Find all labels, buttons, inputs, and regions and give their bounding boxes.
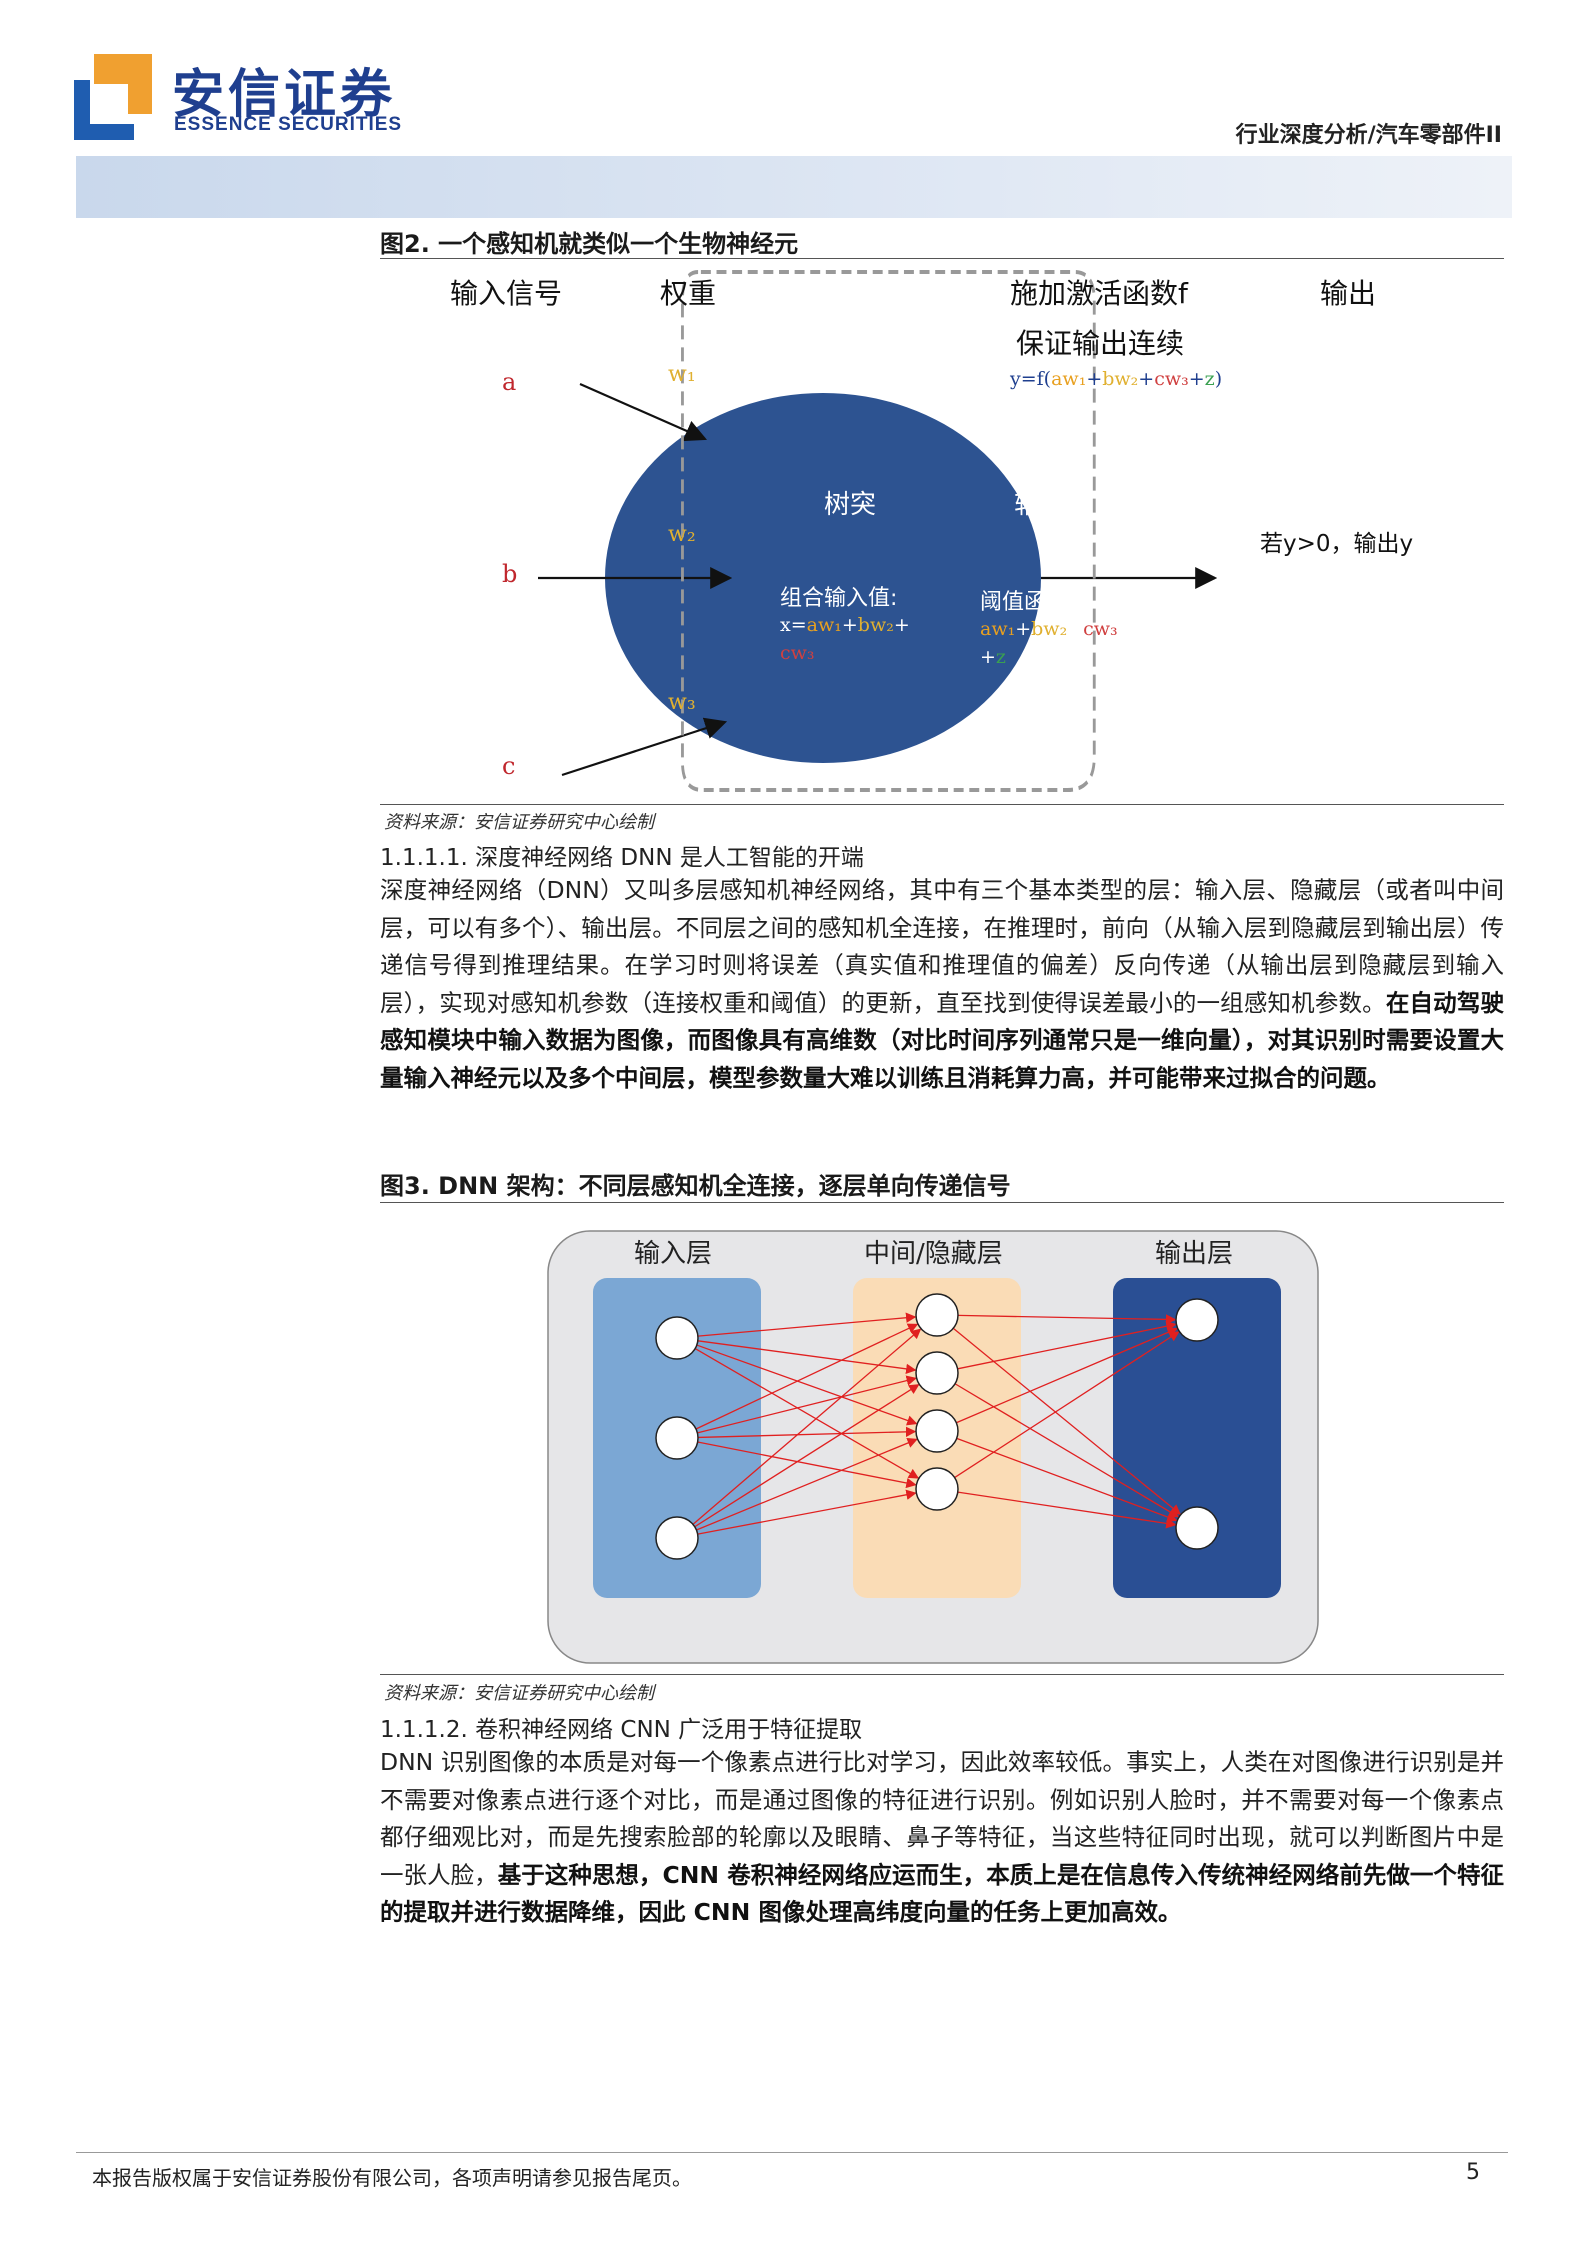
cnn-text-bold: 基于这种思想，CNN 卷积神经网络应运而生，本质上是在信息传入传统神经网络前先做… [380,1860,1505,1927]
input-node-2 [655,1416,699,1460]
perceptron-graphic [538,270,1218,792]
header-activation: 施加激活函数f [1010,277,1188,310]
connection-input-2-to-hidden-3 [697,1426,917,1439]
output-layer-box [1113,1278,1281,1598]
axon-label: 轴突 [1014,490,1067,520]
hidden-node-3 [915,1409,959,1453]
connection-input-1-to-hidden-1 [697,1312,917,1337]
input-b-label: b [502,560,518,588]
perceptron-diagram: 输入信号 权重 施加激活函数f 保证输出连续 输出 a b c w₁ w₂ w₃… [380,262,1504,802]
weight-2-label: w₂ [668,522,696,547]
connection-hidden-1-to-output-2 [952,1327,1181,1515]
weight-1-label: w₁ [668,362,696,387]
brand-logo-icon [74,54,152,140]
threshold-formula-line2: +z [980,646,1006,668]
hidden-node-2 [915,1351,959,1395]
weight-3-label: w₃ [668,690,696,715]
figure-2-title: 图2. 一个感知机就类似一个生物神经元 [380,230,799,258]
combine-label: 组合输入值: [780,586,898,611]
hidden-node-1 [915,1293,959,1337]
footer-rule [76,2152,1508,2153]
section-cnn-heading: 1.1.1.2. 卷积神经网络 CNN 广泛用于特征提取 [380,1717,863,1743]
figure-3-title: 图3. DNN 架构：不同层感知机全连接，逐层单向传递信号 [380,1172,1011,1200]
output-condition: 若y>0，输出y [1260,531,1414,557]
figure-3-source: 资料来源：安信证券研究中心绘制 [384,1683,654,1704]
threshold-label: 阈值函数: [980,590,1076,615]
connection-input-3-to-hidden-2 [694,1384,920,1528]
header-output: 输出 [1320,277,1377,310]
input-node-1 [655,1316,699,1360]
activation-formula: y=f(aw₁+bw₂+cw₃+z) [1010,368,1223,390]
connection-input-1-to-hidden-4 [694,1347,920,1479]
threshold-formula-line1: aw₁+bw₂+cw₃ [980,618,1118,640]
page-number: 5 [1466,2160,1480,2185]
dnn-text-plain: 深度神经网络（DNN）又叫多层感知机神经网络，其中有三个基本类型的层：输入层、隐… [380,876,1504,1017]
connection-input-3-to-hidden-3 [696,1438,918,1531]
activation-dashed-box [681,270,1096,792]
section-dnn-paragraph: 深度神经网络（DNN）又叫多层感知机神经网络，其中有三个基本类型的层：输入层、隐… [380,872,1504,1097]
header-input-signal: 输入信号 [450,277,563,310]
connection-input-3-to-hidden-1 [692,1328,922,1525]
input-a-arrow [579,382,708,442]
connection-input-2-to-hidden-1 [695,1323,919,1430]
cnn-text-plain: DNN 识别图像的本质是对每一个像素点进行比对学习，因此效率较低。事实上，人类在… [380,1748,1504,1889]
connection-input-3-to-hidden-4 [697,1489,917,1535]
combine-formula-line1: x=aw₁+bw₂+ [780,614,910,636]
input-c-label: c [502,752,516,780]
neuron-body [605,393,1041,763]
connection-input-1-to-hidden-3 [696,1344,918,1426]
report-category: 行业深度分析/汽车零部件II [1235,123,1502,148]
input-a-label: a [502,368,517,396]
connection-input-2-to-hidden-2 [697,1375,917,1434]
figure-2-source: 资料来源：安信证券研究中心绘制 [384,812,654,833]
header-band [76,156,1512,218]
header-weight: 权重 [660,277,717,310]
connection-hidden-3-to-output-1 [956,1327,1178,1424]
dnn-text-bold: 在自动驾驶感知模块中输入数据为图像，而图像具有高维数（对比时间序列通常只是一维向… [380,988,1505,1092]
input-node-3 [655,1516,699,1560]
figure-2-bottom-rule [380,804,1504,805]
figure-3-bottom-rule [380,1674,1504,1675]
input-c-arrow [561,717,728,777]
brand-name-cn: 安信证券 [172,65,397,125]
output-node-1 [1175,1298,1219,1342]
input-layer-label: 输入层 [634,1239,713,1269]
connection-hidden-4-to-output-2 [957,1491,1177,1529]
hidden-layer-label: 中间/隐藏层 [864,1239,1003,1269]
header-continuity: 保证输出连续 [1016,327,1185,360]
connection-hidden-4-to-output-1 [954,1331,1180,1479]
output-layer-label: 输出层 [1155,1239,1234,1269]
figure-2-top-rule [380,258,1504,259]
combine-formula-line2: cw₃ [780,642,815,664]
connection-hidden-2-to-output-1 [957,1321,1177,1370]
brand-name-en: ESSENCE SECURITIES [174,114,403,135]
section-dnn-heading: 1.1.1.1. 深度神经网络 DNN 是人工智能的开端 [380,845,864,871]
connection-hidden-1-to-output-1 [957,1314,1177,1325]
connection-input-2-to-hidden-4 [697,1441,917,1489]
connection-hidden-2-to-output-2 [954,1383,1180,1518]
figure-3-top-rule [380,1202,1504,1203]
hidden-node-4 [915,1467,959,1511]
dnn-architecture-diagram: 输入层 中间/隐藏层 输出层 [380,1205,1504,1675]
output-node-2 [1175,1506,1219,1550]
dendrite-label: 树突 [824,490,877,520]
dnn-graphic [547,1230,1319,1664]
section-cnn-paragraph: DNN 识别图像的本质是对每一个像素点进行比对学习，因此效率较低。事实上，人类在… [380,1744,1504,1932]
footer-disclaimer: 本报告版权属于安信证券股份有限公司，各项声明请参见报告尾页。 [92,2166,692,2190]
